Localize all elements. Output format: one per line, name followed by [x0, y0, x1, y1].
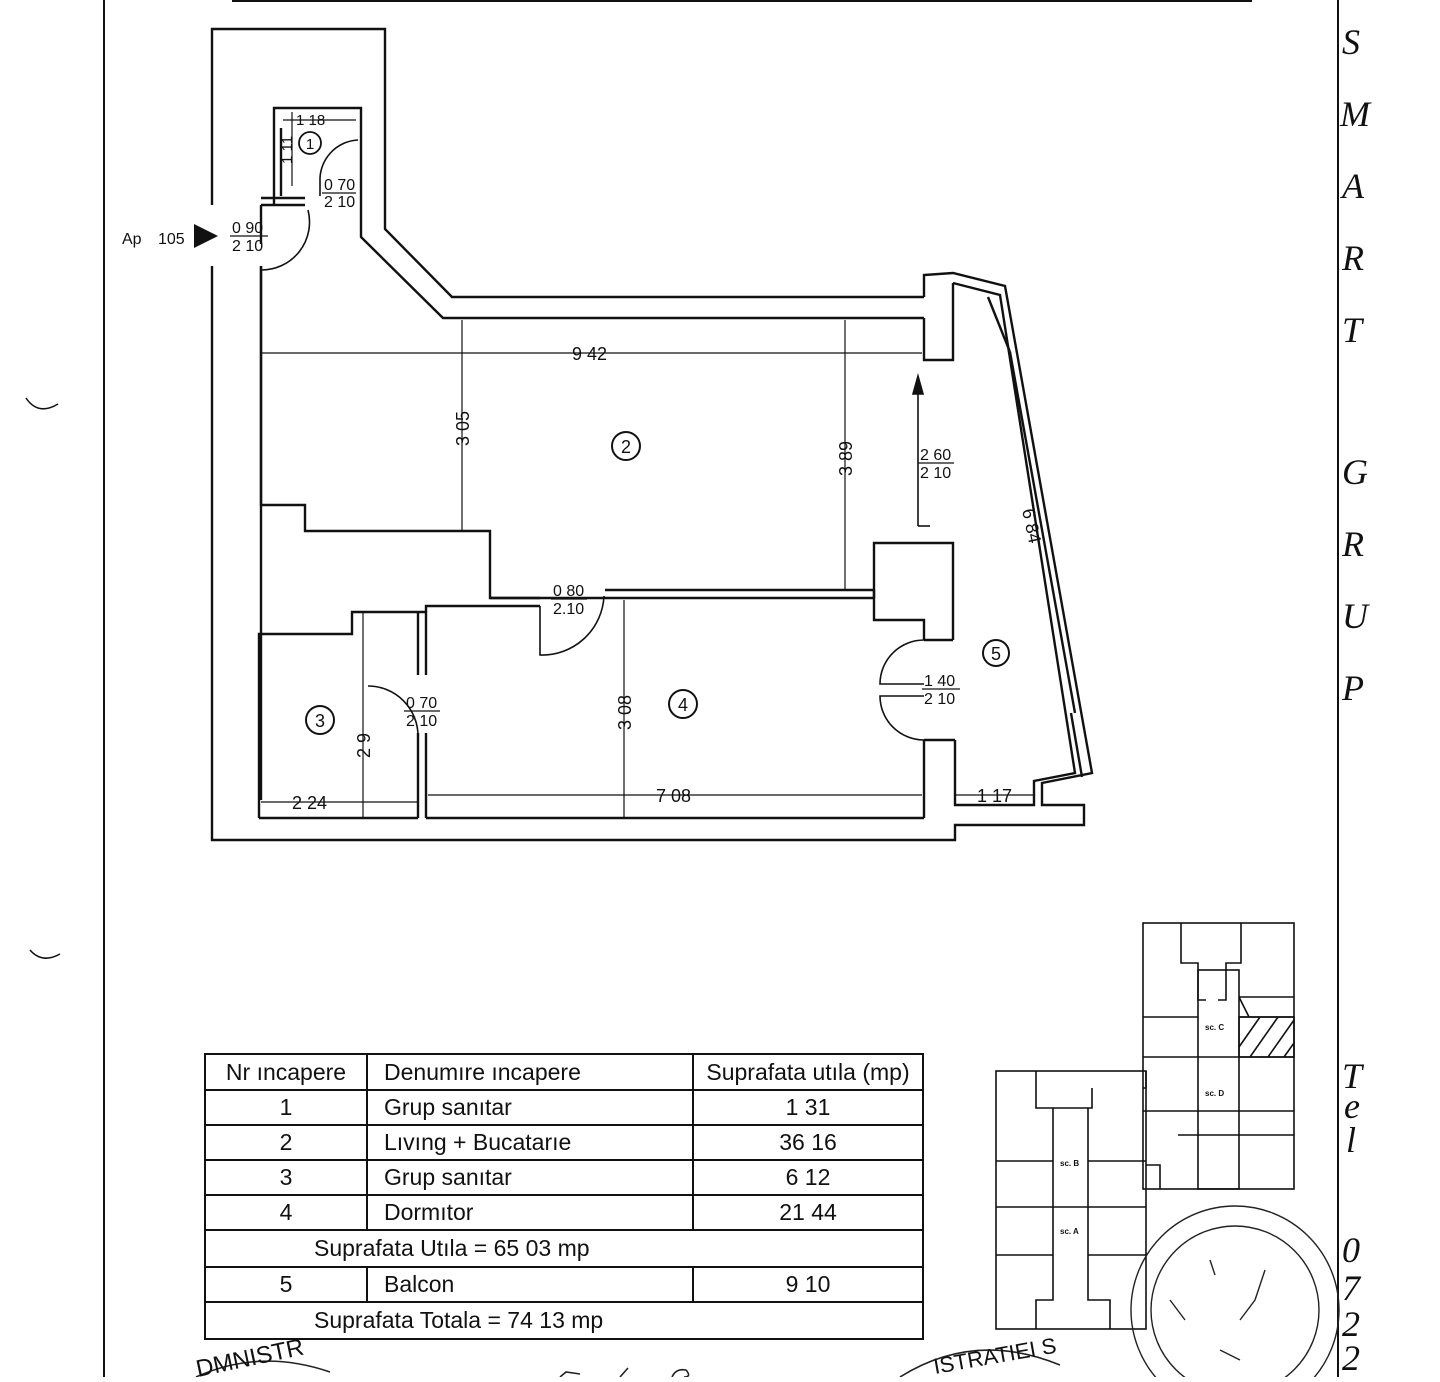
tel-letter-1: T — [1342, 1056, 1365, 1096]
door-labels: 0 70 2 10 0 90 2 10 0 80 2.10 0 70 2 10 … — [230, 177, 960, 730]
walls — [210, 27, 1094, 842]
svg-text:0 70: 0 70 — [324, 177, 355, 194]
section-label-d: sc. D — [1205, 1089, 1224, 1098]
door-label-sliding: 2 60 2 10 — [918, 447, 954, 482]
svg-text:2 10: 2 10 — [232, 238, 263, 255]
phone-digit-2: 7 — [1342, 1268, 1362, 1308]
dimension-lines — [261, 112, 1034, 818]
svg-text:2 10: 2 10 — [920, 465, 951, 482]
company-letter-2: M — [1339, 94, 1372, 134]
phone-digit-4: 2 — [1342, 1338, 1360, 1377]
dim-2-9: 2 9 — [354, 733, 374, 758]
door-label-balcony: 1 40 2 10 — [922, 673, 960, 708]
section-label-b: sc. B — [1060, 1159, 1079, 1168]
svg-text:2.10: 2.10 — [553, 601, 584, 618]
margin-mark-bottom — [29, 949, 61, 959]
sidebar-company-name: S M A R T G R U P — [1339, 22, 1372, 708]
dim-1-11: 1 11 — [279, 136, 296, 164]
door-label-bath1: 0 70 2 10 — [322, 177, 356, 211]
dim-9-42: 9 42 — [572, 344, 607, 364]
company-letter-1: S — [1342, 22, 1360, 62]
room-marker-5: 5 — [982, 639, 1010, 667]
table-row: 2 Lıvıng + Bucatarıe 36 16 — [204, 1124, 924, 1161]
apartment-number: 105 — [158, 231, 185, 248]
key-plan-labels: sc. C sc. D sc. B sc. A — [1060, 1023, 1224, 1236]
stamp-left-text: DMNISTR — [194, 1334, 307, 1377]
company-letter-8: U — [1342, 596, 1370, 636]
phone-digit-1: 0 — [1342, 1230, 1360, 1270]
svg-text:2 10: 2 10 — [924, 691, 955, 708]
grand-total-row: Suprafata Totala = 74 13 mp — [204, 1301, 924, 1340]
tel-letter-2: e — [1344, 1086, 1360, 1126]
svg-text:5: 5 — [991, 644, 1001, 664]
phone-digit-3: 2 — [1342, 1304, 1360, 1344]
dimension-labels: 1 18 1 11 9 42 3 05 3 89 6 84 2 9 3 08 2… — [279, 112, 1045, 813]
useful-total-row: Suprafata Utıla = 65 03 mp — [204, 1229, 924, 1268]
room-marker-4: 4 — [668, 689, 698, 719]
room-marker-1: 1 — [298, 131, 322, 155]
svg-text:3: 3 — [315, 711, 325, 731]
company-letter-5: T — [1342, 310, 1365, 350]
dim-1-17: 1 17 — [977, 786, 1012, 806]
dim-3-05: 3 05 — [453, 411, 473, 446]
svg-text:2 60: 2 60 — [920, 447, 951, 464]
svg-text:0 90: 0 90 — [232, 220, 263, 237]
svg-text:1: 1 — [306, 136, 314, 153]
sheet-frame — [103, 0, 1339, 1377]
svg-text:0 70: 0 70 — [406, 695, 437, 712]
table-row: 1 Grup sanıtar 1 31 — [204, 1089, 924, 1126]
dim-1-18: 1 18 — [296, 112, 325, 129]
margin-mark-top — [25, 397, 59, 410]
stamp-center-text: ISTRATIEI S — [932, 1333, 1059, 1377]
door-swings — [260, 139, 930, 741]
room-marker-3: 3 — [305, 705, 335, 735]
door-label-bedroom: 0 80 2.10 — [551, 583, 587, 618]
svg-text:4: 4 — [678, 695, 688, 715]
svg-text:2 10: 2 10 — [324, 194, 355, 211]
table-row: 4 Dormıtor 21 44 — [204, 1194, 924, 1231]
company-letter-9: P — [1341, 668, 1364, 708]
door-label-bath3: 0 70 2 10 — [404, 695, 440, 730]
section-label-a: sc. A — [1060, 1227, 1079, 1236]
tel-letter-3: l — [1346, 1120, 1356, 1160]
company-letter-6: G — [1342, 452, 1368, 492]
dim-3-89: 3 89 — [836, 441, 856, 476]
room-marker-2: 2 — [611, 431, 641, 461]
key-plan — [995, 922, 1295, 1330]
section-label-c: sc. C — [1205, 1023, 1224, 1032]
svg-text:2 10: 2 10 — [406, 713, 437, 730]
header-room-number: Nr ıncapere — [204, 1053, 368, 1091]
dim-6-84: 6 84 — [1018, 507, 1045, 545]
header-useful-area: Suprafata utıla (mp) — [692, 1053, 924, 1091]
dim-2-24: 2 24 — [292, 793, 327, 813]
table-header-row: Nr ıncapere Denumıre ıncapere Suprafata … — [204, 1053, 924, 1091]
company-letter-7: R — [1341, 524, 1364, 564]
rooms-area-table: Nr ıncapere Denumıre ıncapere Suprafata … — [204, 1053, 924, 1340]
dim-3-08: 3 08 — [615, 695, 635, 730]
svg-text:0 80: 0 80 — [553, 583, 584, 600]
apartment-label: Ap — [122, 231, 142, 248]
header-room-name: Denumıre ıncapere — [366, 1053, 694, 1091]
entry-arrow-icon — [194, 224, 218, 248]
table-row: 5 Balcon 9 10 — [204, 1266, 924, 1303]
company-letter-4: R — [1341, 238, 1364, 278]
svg-text:1 40: 1 40 — [924, 673, 955, 690]
svg-text:2: 2 — [621, 437, 631, 457]
sidebar-phone: 0 7 2 2 — [1342, 1230, 1362, 1377]
company-letter-3: A — [1340, 166, 1365, 206]
stamp-round-seal — [1130, 1205, 1340, 1382]
table-row: 3 Grup sanıtar 6 12 — [204, 1159, 924, 1196]
sidebar-tel: T e l — [1342, 1056, 1365, 1160]
door-label-entry: 0 90 2 10 — [230, 220, 268, 255]
dim-7-08: 7 08 — [656, 786, 691, 806]
stamp-bottom-arcs — [195, 1349, 1061, 1378]
